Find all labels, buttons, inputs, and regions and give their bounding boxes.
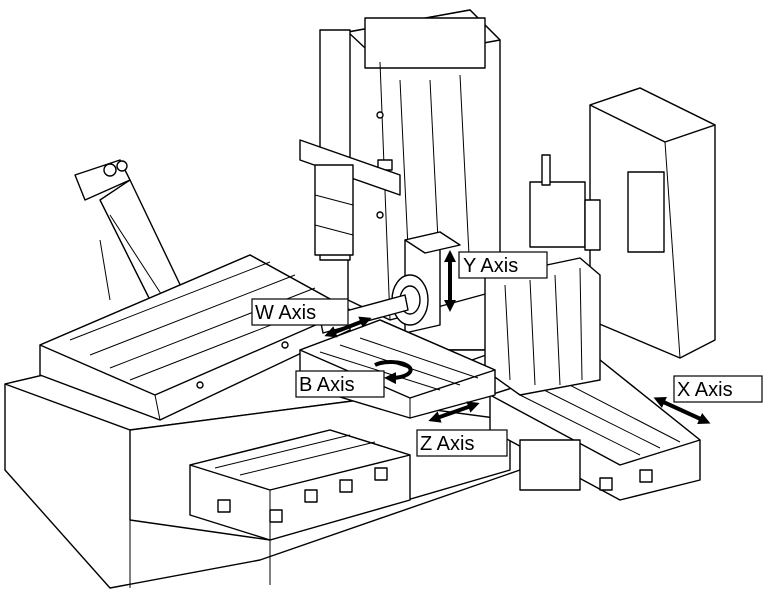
w-axis-arrow — [324, 316, 372, 338]
side-platform — [299, 139, 401, 256]
z-axis-arrow — [428, 401, 480, 423]
label-z-axis: Z Axis — [416, 429, 508, 457]
chip-conveyor — [74, 159, 186, 311]
operator-pendant — [484, 154, 601, 396]
svg-text:Y Axis: Y Axis — [463, 255, 518, 277]
label-y-axis: Y Axis — [458, 251, 548, 279]
svg-text:Z Axis: Z Axis — [420, 433, 474, 455]
z-axis-bed — [189, 429, 411, 541]
label-w-axis: W Axis — [251, 298, 349, 326]
label-x-axis: X Axis — [673, 375, 763, 403]
label-b-axis: B Axis — [295, 370, 385, 398]
headstock — [391, 231, 461, 334]
svg-text:B Axis: B Axis — [299, 374, 355, 396]
svg-text:X Axis: X Axis — [677, 379, 733, 401]
control-cabinet — [589, 87, 716, 359]
motion-arrows — [324, 250, 711, 424]
b-axis-rotation-arrow — [374, 360, 413, 385]
svg-text:W Axis: W Axis — [255, 302, 316, 324]
x-axis-arrow — [653, 397, 711, 424]
